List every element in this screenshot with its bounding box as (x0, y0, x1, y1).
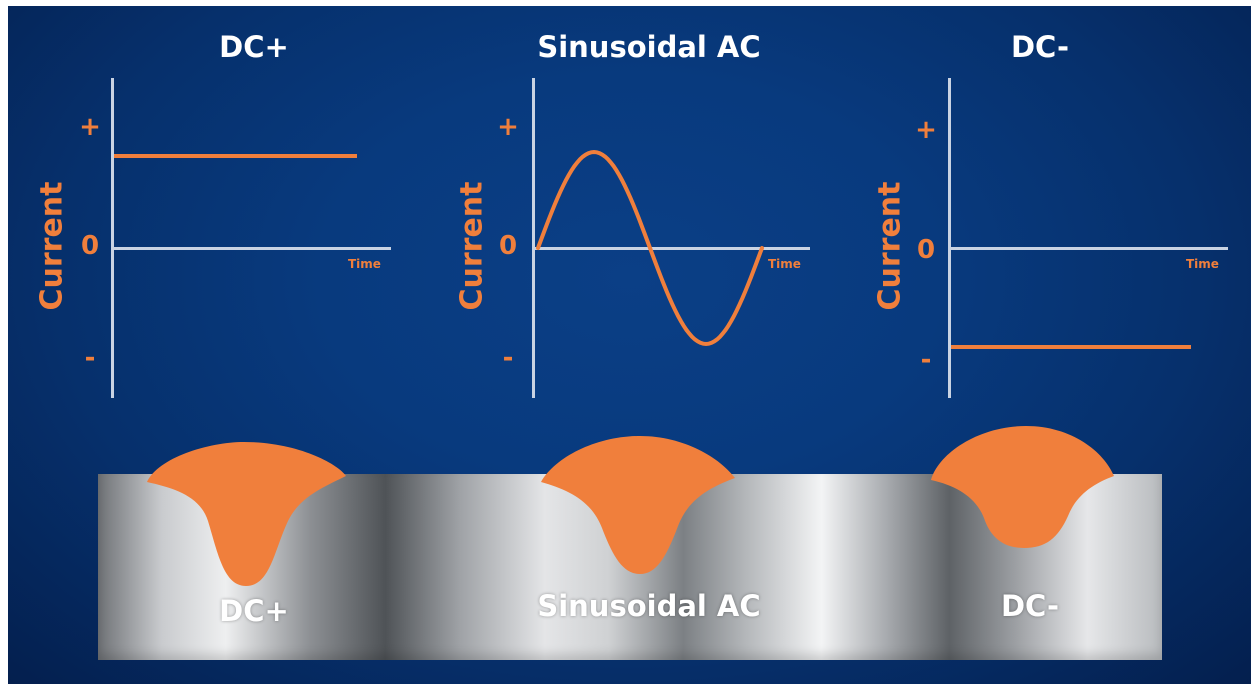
tick-plus-ac: + (497, 112, 519, 142)
weld-bead-ac (541, 436, 735, 574)
plate-label-dc-minus: DC- (1000, 589, 1060, 623)
tick-zero-dc-plus: 0 (80, 231, 100, 261)
xlabel-ac: Time (768, 257, 801, 271)
weld-bead-dc-minus (931, 426, 1114, 548)
y-axis-ac (532, 78, 535, 398)
x-axis-ac (532, 247, 810, 250)
plate-label-ac: Sinusoidal AC (537, 589, 761, 623)
diagram-panel: DC+ Sinusoidal AC DC- Current Current Cu… (8, 6, 1251, 684)
tick-plus-dc-plus: + (79, 112, 101, 142)
ac-sine-wave (536, 149, 764, 347)
tick-minus-dc-minus: - (920, 345, 932, 375)
title-dc-minus: DC- (1010, 30, 1070, 64)
y-axis-dc-minus (948, 78, 951, 398)
tick-minus-dc-plus: - (84, 343, 96, 373)
tick-zero-dc-minus: 0 (916, 235, 936, 265)
y-axis-dc-plus (111, 78, 114, 398)
xlabel-dc-plus: Time (348, 257, 381, 271)
tick-minus-ac: - (502, 343, 514, 373)
x-axis-dc-plus (111, 247, 391, 250)
plate-label-dc-plus: DC+ (219, 594, 289, 628)
tick-plus-dc-minus: + (915, 115, 937, 145)
x-axis-dc-minus (948, 247, 1228, 250)
weld-beads (147, 426, 1114, 586)
title-sinusoidal-ac: Sinusoidal AC (537, 30, 761, 64)
weld-bead-dc-plus (147, 442, 346, 586)
title-dc-plus: DC+ (219, 30, 289, 64)
signal-curves (114, 149, 1191, 349)
tick-zero-ac: 0 (498, 231, 518, 261)
xlabel-dc-minus: Time (1186, 257, 1219, 271)
